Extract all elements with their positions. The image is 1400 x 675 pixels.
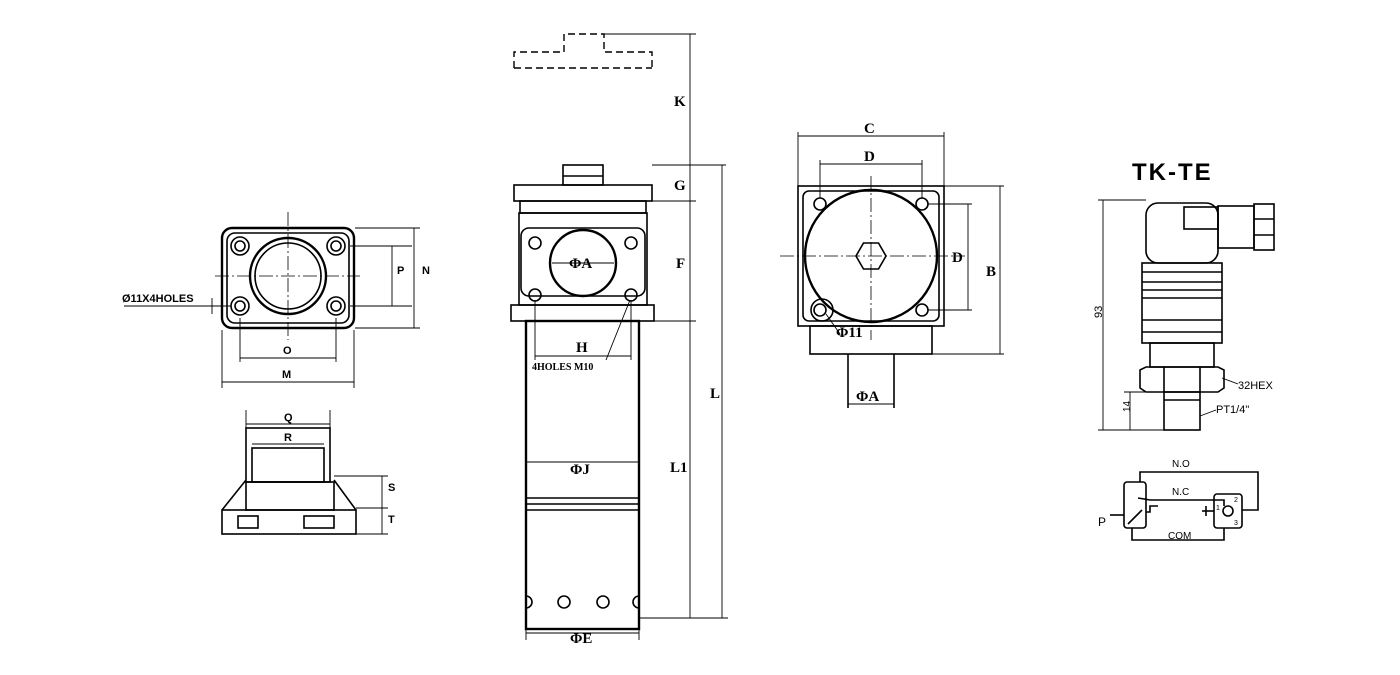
dim-f-label: F [676,256,685,272]
dim-l-label: L [710,386,720,402]
filter-head-top-view [780,132,1004,408]
dim-o-label: O [283,345,292,357]
dim-k-label: K [674,94,686,110]
dim-phie-label: ΦE [570,631,592,647]
wiring-com-label: COM [1168,531,1191,542]
dim-phia-front-label: ΦA [569,256,592,272]
dim-s-label: S [388,482,395,494]
dim-r-label: R [284,432,292,444]
dim-phi11-label: Φ11 [836,325,863,341]
dim-c-label: C [864,121,875,137]
dim-g-label: G [674,178,686,194]
dim-l1-label: L1 [670,460,688,476]
dim-b-label: B [986,264,996,280]
dim-h-label: H [576,340,588,356]
dim-t-label: T [388,514,395,526]
wiring-nc-label: N.C [1172,487,1189,498]
wiring-pin-2: 2 [1234,497,1238,504]
wiring-pin-3: 3 [1234,520,1238,527]
filter-front-view [510,33,728,640]
flange-side-view [221,410,388,535]
wiring-pin-1: 1 [1216,505,1220,512]
switch-wiring-schematic [1110,471,1259,541]
dim-q-label: Q [284,412,293,424]
dim-93-label: 93 [1093,306,1105,318]
model-title: TK-TE [1132,159,1213,186]
dim-m-label: M [282,369,291,381]
dim-n-label: N [422,265,430,277]
hex-label: 32HEX [1238,380,1274,392]
dim-phia-side-label: ΦA [856,389,879,405]
thread-label: PT1/4" [1216,404,1249,416]
dim-p-label: P [397,265,404,277]
holes-note: Ø11X4HOLES [122,293,194,305]
dim-d-side-label: D [952,250,963,266]
dim-d-top-label: D [864,149,875,165]
holes-m10-note: 4HOLES M10 [532,362,593,373]
dim-14-label: 14 [1122,400,1133,412]
wiring-p-label: P [1098,515,1106,529]
dim-phij-label: ΦJ [570,462,590,478]
pressure-switch-view [1098,199,1275,431]
flange-top-view [124,212,420,388]
wiring-no-label: N.O [1172,459,1190,470]
